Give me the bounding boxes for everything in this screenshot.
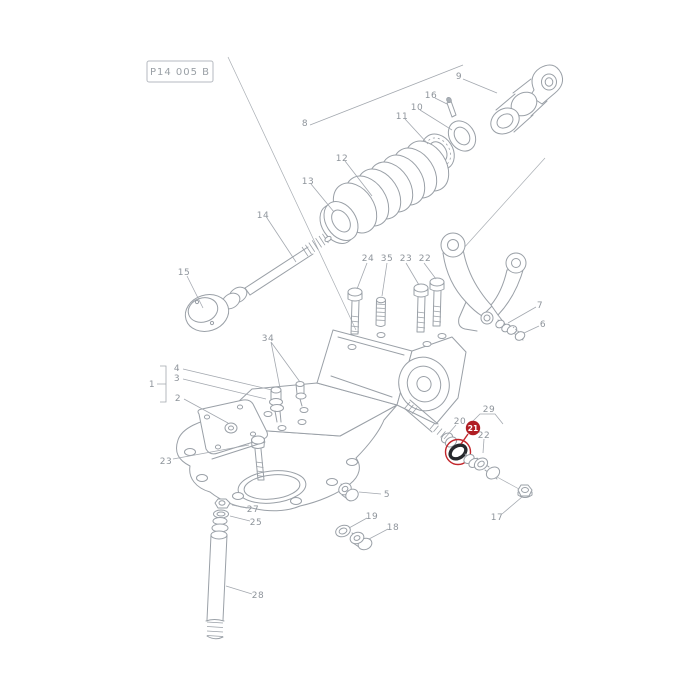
callout-3: 3 — [174, 374, 180, 384]
main-spring-part12 — [332, 140, 450, 234]
callout-23: 23 — [400, 254, 412, 264]
callout-23-cover: 23 — [160, 457, 172, 467]
bolt-part24 — [347, 287, 363, 335]
callout-22-valve: 22 — [478, 431, 490, 441]
callout-2: 2 — [175, 394, 181, 404]
callout-20: 20 — [454, 417, 466, 427]
washer-part25 — [213, 509, 229, 519]
highlighted-part-badge[interactable]: 21 — [460, 420, 481, 445]
pin-part6 — [506, 324, 526, 341]
spring-seat-washer-part13 — [319, 201, 359, 244]
reference-code: P14 005 B — [150, 67, 210, 78]
callout-7: 7 — [537, 301, 543, 311]
callout-labels: 9 16 10 11 8 12 13 14 15 24 35 23 22 7 6… — [149, 72, 546, 601]
leader-lines — [157, 64, 540, 595]
highlighted-part-number[interactable]: 21 — [468, 424, 478, 433]
nut-part27 — [214, 498, 231, 509]
knob-part15 — [184, 294, 230, 332]
callout-1: 1 — [149, 380, 155, 390]
callout-10: 10 — [411, 103, 423, 113]
callout-13: 13 — [302, 177, 314, 187]
callout-27: 27 — [247, 505, 259, 515]
bolt-part23-cover — [251, 435, 265, 481]
retainer-ring-part10 — [447, 120, 477, 152]
adjusting-rod-part14 — [244, 233, 332, 296]
callout-34: 34 — [262, 334, 274, 344]
tube-part28 — [205, 517, 229, 640]
plug-items-part34 — [269, 381, 307, 423]
callout-19: 19 — [366, 512, 378, 522]
stud-part35 — [375, 296, 386, 327]
callout-4: 4 — [174, 364, 180, 374]
valve-parts22 — [463, 453, 520, 490]
control-shaft-part20 — [403, 399, 458, 448]
callout-12: 12 — [336, 154, 348, 164]
callout-16: 16 — [425, 91, 437, 101]
callout-25: 25 — [250, 518, 262, 528]
callout-24: 24 — [362, 254, 374, 264]
plug-part5 — [338, 482, 359, 502]
callout-11: 11 — [396, 112, 408, 122]
nut-part17 — [517, 484, 533, 498]
piston-clevis-part9 — [490, 64, 563, 135]
pin-part16 — [446, 96, 457, 118]
callout-15: 15 — [178, 268, 190, 278]
callout-9: 9 — [456, 72, 462, 82]
bell-crank-fork — [440, 232, 527, 332]
callout-29: 29 — [483, 405, 495, 415]
callout-6: 6 — [540, 320, 546, 330]
callout-28: 28 — [252, 591, 264, 601]
callout-14: 14 — [257, 211, 269, 221]
callout-18: 18 — [387, 523, 399, 533]
side-cover-plate-part2 — [197, 399, 268, 460]
highlighted-oring-part21 — [444, 438, 472, 466]
bolt-part22 — [429, 277, 445, 327]
callout-17: 17 — [491, 513, 503, 523]
washer-part19 — [335, 524, 351, 538]
plug-part18 — [349, 531, 373, 551]
bolt-part23 — [413, 283, 429, 333]
callout-22: 22 — [419, 254, 431, 264]
callout-8: 8 — [302, 119, 308, 129]
reference-code-box: P14 005 B — [146, 60, 214, 83]
callout-35: 35 — [381, 254, 393, 264]
callout-5: 5 — [384, 490, 390, 500]
